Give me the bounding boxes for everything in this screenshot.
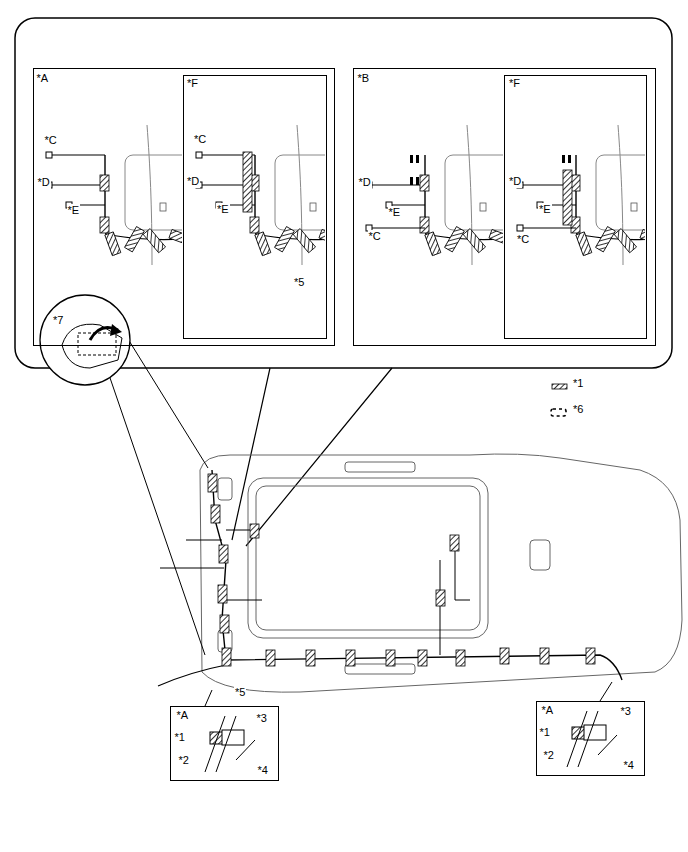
callout-label: *D [508,175,522,188]
panel-box: *B *D *E *C *F *D *E *C [353,68,656,346]
tape-swatch [549,378,569,388]
callout-label: *F [186,77,199,90]
callout-number: *7 [52,314,64,327]
callout-label: *D [358,176,372,189]
callout-label: *C [44,134,58,147]
callout-label: *2 [178,754,190,767]
callout-label: *A [176,709,190,722]
panel-box: *A *1 *3 *2 *4 [170,706,279,781]
legend-label: *6 [572,403,584,416]
panel-box: *A *1 *3 *2 *4 [536,701,645,776]
callout-label: *E [388,206,402,219]
callout-label: *C [193,133,207,146]
callout-label: *D [186,175,200,188]
callout-label: *4 [623,759,635,772]
panel-box: *F *D *E *C [504,75,647,339]
callout-label: *3 [620,705,632,718]
callout-label: *3 [256,712,268,725]
callout-label: *A [36,72,50,85]
callout-label: *A [541,704,555,717]
callout-label: *D [37,176,51,189]
callout-label: *C [368,230,382,243]
callout-label: *B [357,72,371,85]
callout-label: *E [67,204,81,217]
callout-label: *E [538,203,552,216]
callout-label: *1 [174,731,186,744]
callout-label: *C [516,233,530,246]
callout-label: *4 [257,764,269,777]
panel-box: *F *C *D *E [183,75,327,339]
clamp-swatch [549,404,569,414]
callout-label: *1 [539,726,551,739]
callout-number: *5 [293,276,305,289]
legend-label: *1 [572,377,584,390]
panel-box: *A *C *D *E *F *C *D *E [33,68,335,346]
callout-label: *F [508,77,521,90]
callout-number: *5 [234,686,246,699]
callout-label: *2 [543,749,555,762]
callout-label: *E [216,203,230,216]
